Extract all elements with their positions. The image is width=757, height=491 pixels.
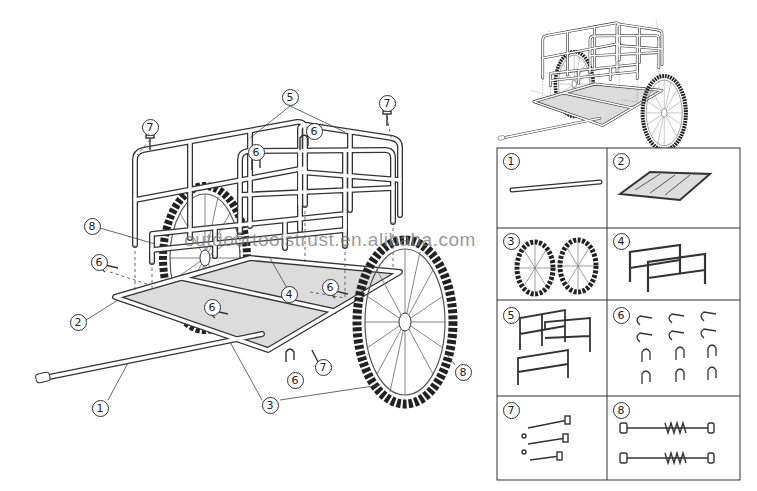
- callout-number: 8: [455, 364, 472, 381]
- callout-number: 6: [204, 299, 221, 316]
- callout-number: 7: [503, 402, 520, 419]
- callout-number: 7: [142, 119, 159, 136]
- callout-number: 8: [613, 402, 630, 419]
- callout-number: 3: [262, 397, 279, 414]
- assembled-thumbnail: [498, 21, 686, 150]
- watermark: outdoortoolstrust.en.alibaba.com: [184, 229, 476, 251]
- callout-number: 6: [322, 279, 339, 296]
- callout-number: 4: [281, 286, 298, 303]
- callout-number: 4: [613, 233, 630, 250]
- callout-number: 6: [613, 307, 630, 324]
- callout-number: 6: [248, 144, 265, 161]
- callout-number: 8: [84, 218, 101, 235]
- callout-number: 2: [613, 153, 630, 170]
- callout-number: 6: [306, 123, 323, 140]
- parts-table: [497, 148, 740, 480]
- callout-number: 6: [287, 372, 304, 389]
- callout-number: 1: [92, 400, 109, 417]
- callout-number: 3: [503, 233, 520, 250]
- callout-number: 5: [282, 89, 299, 106]
- callout-number: 7: [315, 359, 332, 376]
- callout-number: 6: [91, 254, 108, 271]
- trailer-exploded-view: [35, 117, 453, 404]
- callout-number: 2: [70, 314, 87, 331]
- callout-number: 1: [503, 153, 520, 170]
- callout-number: 7: [379, 95, 396, 112]
- leader-lines: [86, 106, 455, 400]
- callout-number: 5: [503, 307, 520, 324]
